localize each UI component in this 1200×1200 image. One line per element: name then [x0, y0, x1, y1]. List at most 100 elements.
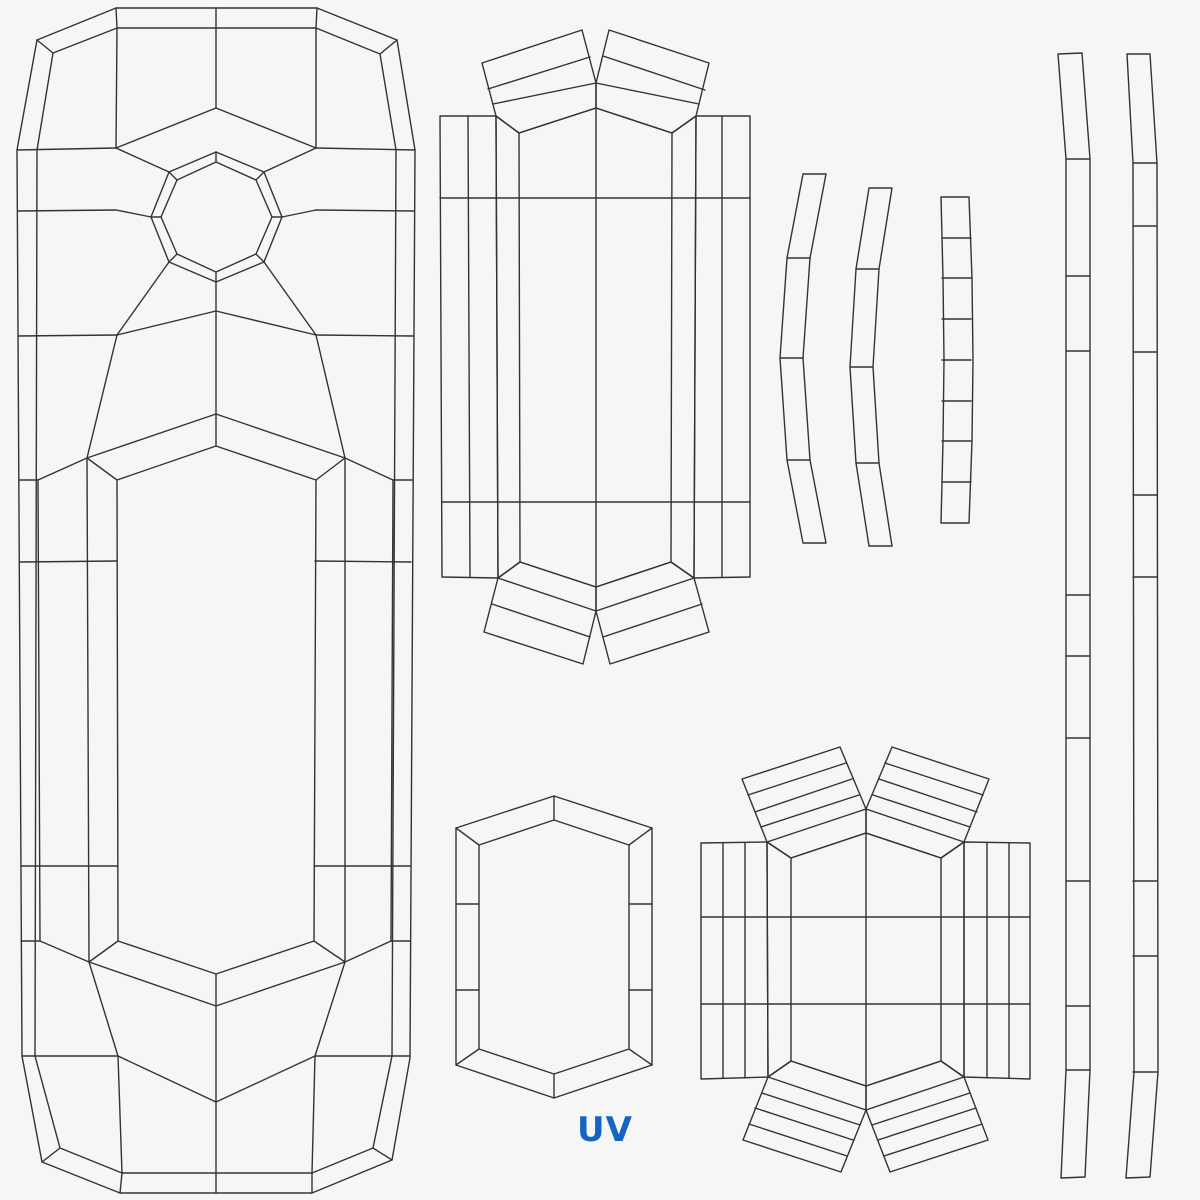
uv-edge [16, 147, 117, 151]
uv-edge [877, 1107, 977, 1141]
uv-edge [37, 457, 88, 481]
uv-edge [372, 1147, 393, 1161]
uv-edge [670, 132, 673, 563]
uv-edge [467, 115, 471, 578]
uv-edge [455, 827, 480, 846]
uv-edge [883, 1123, 983, 1157]
uv-edge [602, 603, 703, 638]
strip-c [940, 196, 974, 524]
uv-edge [255, 253, 265, 263]
uv-shell-curved-strip-c [940, 196, 974, 524]
uv-edge [119, 1172, 123, 1194]
uv-shell-flap-lower [700, 746, 1031, 1173]
top-flap-right [595, 29, 710, 134]
uv-edge [492, 82, 597, 105]
uv-edge [88, 940, 119, 963]
uv-shell-curved-strip-b [849, 187, 893, 547]
uv-edge [754, 1107, 854, 1141]
strip-a [779, 173, 827, 544]
top-flap-left [481, 29, 597, 134]
uv-edge [263, 261, 317, 336]
uv-edge [315, 209, 415, 212]
uv-edge [766, 808, 867, 843]
uv-edge [41, 1147, 61, 1163]
uv-edge [88, 961, 119, 1057]
inner-side-contour [34, 52, 397, 1174]
uv-edge [602, 55, 706, 91]
uv-shell-long-strip-right [1125, 53, 1159, 1179]
hexagon-outer [455, 795, 653, 1099]
uv-edge [390, 479, 394, 942]
uv-edge [455, 1048, 480, 1066]
uv-edge [168, 171, 178, 181]
octagon-outer [150, 151, 283, 283]
uv-edge [115, 209, 152, 218]
uv-edge [518, 132, 521, 563]
uv-label: UV [577, 1110, 633, 1150]
uv-edge [17, 334, 118, 337]
uv-shell-flap-upper [439, 29, 751, 665]
uv-edge [37, 479, 41, 942]
uv-edge [19, 560, 118, 563]
uv-shell-curved-strip-a [779, 173, 827, 544]
bottom-flap-left [483, 561, 597, 665]
uv-edge [168, 253, 178, 263]
uv-edge [115, 147, 170, 173]
uv-edge [595, 82, 700, 105]
uv-edge [491, 603, 591, 638]
uv-edge [115, 27, 118, 149]
uv-edge [315, 457, 346, 481]
uv-shell-long-strip-left [1057, 52, 1091, 1179]
uv-edge [747, 762, 847, 796]
uv-edge [17, 209, 117, 212]
uv-edge [117, 1055, 123, 1174]
uv-edge [628, 1048, 653, 1066]
uv-edge [628, 827, 653, 846]
uv-edge [871, 1092, 971, 1126]
uv-edge [760, 794, 860, 828]
uv-edge [281, 209, 317, 218]
long-strip-right [1125, 53, 1159, 1179]
uv-edge [865, 808, 965, 843]
top-flap-left [741, 746, 867, 859]
uv-edge [878, 778, 978, 813]
uv-edge [344, 457, 394, 481]
uv-edge [487, 56, 591, 90]
inner-top-contour [36, 27, 398, 55]
uv-edge [872, 794, 971, 828]
uv-shell-hexagon [455, 795, 653, 1099]
uv-edge [748, 1123, 848, 1157]
uv-edge [344, 940, 392, 963]
uv-edge [315, 7, 318, 29]
uv-edge [315, 334, 346, 459]
uv-edge [313, 940, 346, 963]
uv-edge [86, 457, 118, 481]
uv-edge [754, 778, 853, 813]
uv-edge [311, 1055, 316, 1174]
uv-edge [314, 560, 412, 563]
strip-b [849, 187, 893, 547]
uv-edge [767, 1076, 867, 1111]
uv-edge [116, 261, 170, 336]
uv-shell-top-view [16, 7, 416, 1194]
octagon-inner [160, 161, 273, 273]
uv-edge [865, 1076, 965, 1111]
panel-frame-inner [116, 445, 317, 975]
uv-edge [884, 762, 984, 796]
top-diamond [115, 107, 317, 149]
uv-edge [315, 147, 416, 151]
top-flap-right [865, 746, 990, 859]
uv-edge [595, 577, 695, 612]
hexagon-inner [478, 819, 630, 1075]
uv-edge [255, 171, 265, 181]
uv-edge [497, 577, 597, 612]
uv-edge [314, 961, 346, 1057]
right-strips [963, 841, 1031, 1080]
uv-edge [115, 7, 118, 29]
uv-edge [761, 1092, 861, 1126]
uv-edge [86, 334, 118, 459]
panel-frame-outer [86, 413, 346, 1007]
uv-edge [39, 940, 90, 963]
left-strips [700, 841, 769, 1080]
